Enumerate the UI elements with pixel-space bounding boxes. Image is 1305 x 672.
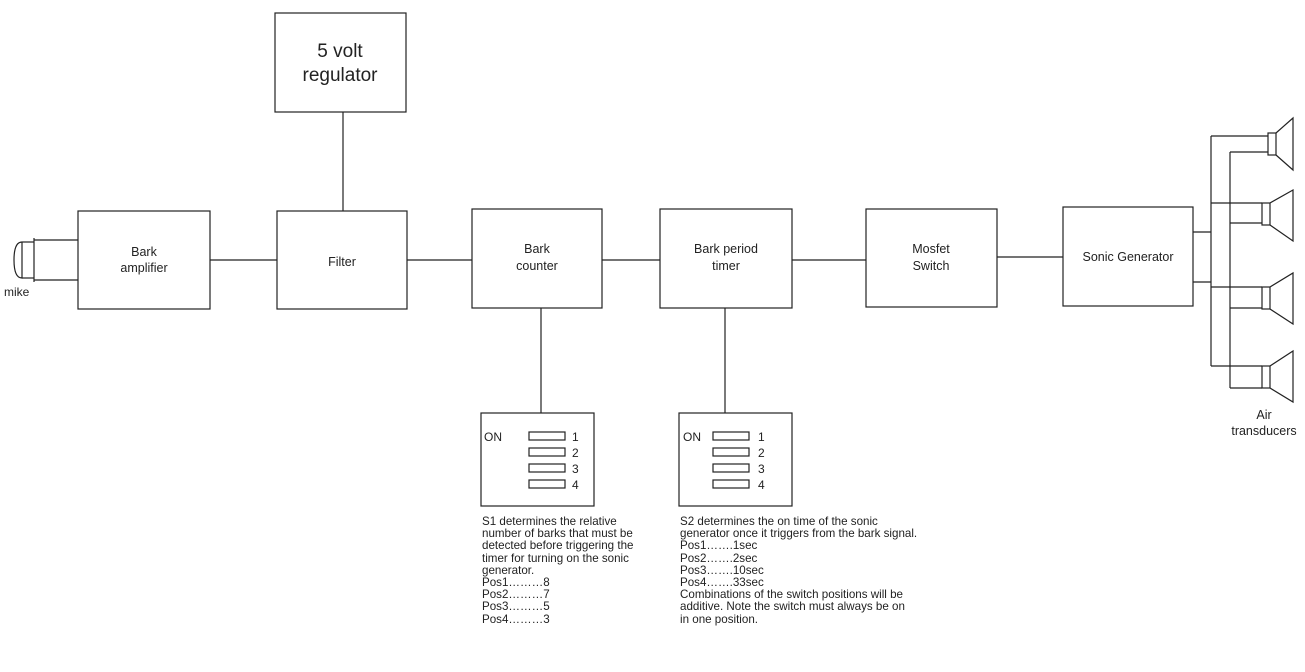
- s1-toggle-4: [528, 479, 566, 489]
- s2-toggle-2: [712, 447, 750, 457]
- timer-label-1: Bark period: [694, 242, 758, 256]
- s2-note-line: Pos1…….1sec: [680, 539, 758, 553]
- s2-pos-3: 3: [758, 462, 765, 476]
- s1-note-line: timer for turning on the sonic: [482, 551, 629, 565]
- wires: [34, 112, 1268, 413]
- mosfet-block: [865, 208, 998, 308]
- s2-note-line: S2 determines the on time of the sonic: [680, 515, 878, 528]
- s1-note-line: Pos3………5: [482, 600, 550, 614]
- s2-pos-1: 1: [758, 430, 765, 444]
- timer-block: [659, 208, 793, 309]
- filter-block: [276, 210, 408, 310]
- regulator-block: [274, 12, 407, 113]
- mosfet-label-2: Switch: [913, 259, 950, 273]
- speaker-icon: [1267, 116, 1294, 172]
- sonic-generator-block: [1062, 206, 1194, 307]
- amplifier-label-1: Bark: [131, 245, 157, 259]
- speaker-icon: [1261, 271, 1294, 326]
- regulator-label-2: regulator: [303, 65, 379, 86]
- amplifier-label-2: amplifier: [120, 261, 167, 275]
- s2-note-line: additive. Note the switch must always be…: [680, 600, 905, 614]
- mike-icon: [13, 238, 35, 282]
- s1-toggle-2: [528, 447, 566, 457]
- s1-note-line: Pos4………3: [482, 612, 550, 626]
- s1-note-line: Pos2………7: [482, 588, 550, 602]
- mosfet-label-1: Mosfet: [912, 242, 950, 256]
- s2-toggle-3: [712, 463, 750, 473]
- dip-switch-s2: ON 1 2 3 4: [678, 412, 793, 507]
- s2-note-line: Pos3…….10sec: [680, 563, 764, 577]
- s1-toggle-3: [528, 463, 566, 473]
- mike-label: mike: [4, 285, 30, 299]
- timer-label-2: timer: [712, 259, 740, 273]
- s2-toggle-4: [712, 479, 750, 489]
- s1-note-line: S1 determines the relative: [482, 515, 617, 528]
- s1-note-line: number of barks that must be: [482, 527, 633, 541]
- s2-note-line: Combinations of the switch positions wil…: [680, 588, 903, 602]
- s1-pos-1: 1: [572, 430, 579, 444]
- speaker-icon: [1261, 188, 1294, 243]
- s1-note-line: generator.: [482, 563, 535, 577]
- transducers-label-1: Air: [1256, 408, 1271, 422]
- s1-note-line: detected before triggering the: [482, 539, 634, 553]
- sonic-generator-label: Sonic Generator: [1082, 250, 1173, 264]
- s1-note-line: Pos1………8: [482, 576, 550, 590]
- s1-on-label: ON: [484, 430, 502, 444]
- s2-pos-2: 2: [758, 446, 765, 460]
- s2-toggle-1: [712, 431, 750, 441]
- s1-pos-2: 2: [572, 446, 579, 460]
- counter-label-2: counter: [516, 259, 558, 273]
- counter-label-1: Bark: [524, 242, 550, 256]
- transducers-label-2: transducers: [1231, 424, 1296, 438]
- s1-description: S1 determines the relative number of bar…: [482, 515, 634, 626]
- dip-switch-s1: ON 1 2 3 4: [480, 412, 595, 507]
- s2-description: S2 determines the on time of the sonic g…: [680, 515, 918, 626]
- counter-block: [471, 208, 603, 309]
- s2-on-label: ON: [683, 430, 701, 444]
- s2-note-line: Pos2…….2sec: [680, 551, 758, 565]
- s1-toggle-1: [528, 431, 566, 441]
- s2-note-line: Pos4…….33sec: [680, 576, 764, 590]
- regulator-label-1: 5 volt: [317, 41, 363, 62]
- s1-pos-3: 3: [572, 462, 579, 476]
- filter-label: Filter: [328, 255, 356, 269]
- amplifier-block: [77, 210, 211, 310]
- s2-pos-4: 4: [758, 478, 765, 492]
- s1-pos-4: 4: [572, 478, 579, 492]
- s2-note-line: generator once it triggers from the bark…: [680, 527, 918, 541]
- s2-note-line: in one position.: [680, 612, 758, 626]
- speaker-icon: [1261, 349, 1294, 404]
